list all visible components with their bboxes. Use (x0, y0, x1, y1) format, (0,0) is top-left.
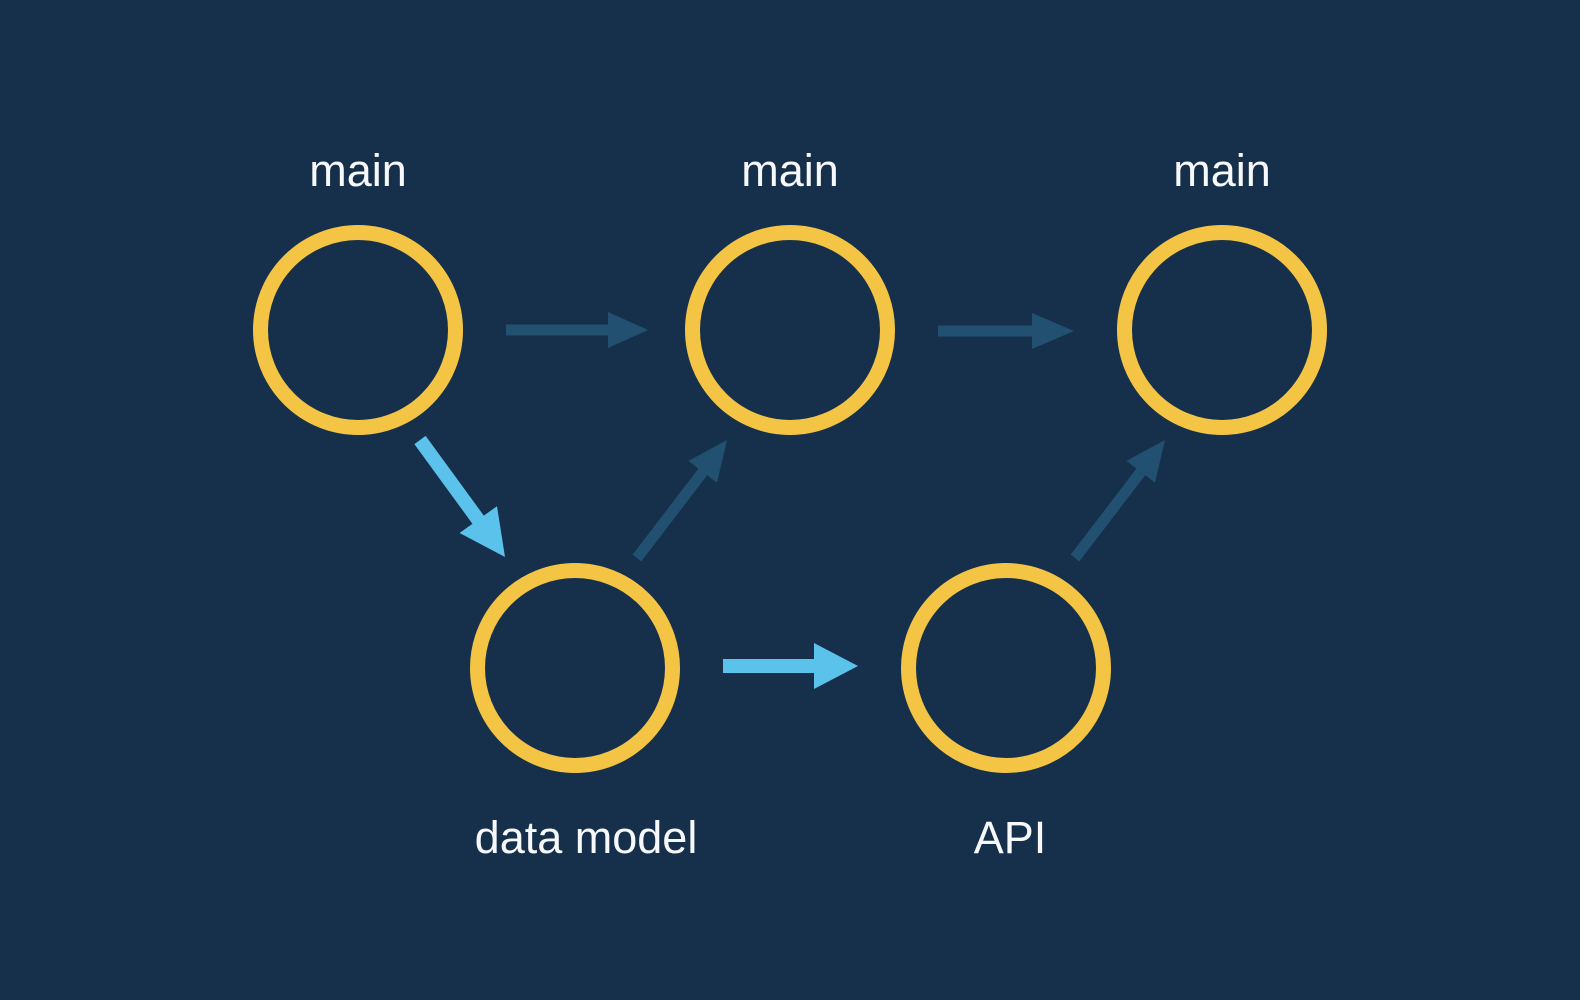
commit-node-main-3 (1117, 225, 1327, 435)
edge-main1-datamodel-shaft (414, 435, 488, 530)
commit-node-api (901, 563, 1111, 773)
edge-api-main3 (1070, 440, 1165, 562)
edge-api-main3-arrowhead-icon (1126, 440, 1165, 483)
edge-datamodel-main2-arrowhead-icon (688, 440, 727, 483)
edge-main1-datamodel (414, 435, 505, 557)
node-label-main-1: main (309, 145, 407, 196)
commit-node-main-1 (253, 225, 463, 435)
commit-node-data-model (470, 563, 680, 773)
edge-datamodel-main2-shaft (632, 465, 710, 562)
edge-main2-main3 (938, 313, 1074, 349)
edge-main1-main2-arrowhead-icon (608, 312, 648, 348)
edge-datamodel-api-arrowhead-icon (814, 643, 858, 689)
edge-api-main3-shaft (1070, 465, 1148, 562)
node-label-data-model: data model (475, 812, 698, 863)
edge-main1-main2 (506, 312, 648, 348)
node-label-main-3: main (1173, 145, 1271, 196)
edge-datamodel-main2 (632, 440, 727, 562)
commit-node-main-2 (685, 225, 895, 435)
edge-main1-datamodel-arrowhead-icon (459, 506, 505, 557)
node-label-api: API (974, 812, 1047, 863)
edge-main2-main3-arrowhead-icon (1032, 313, 1074, 349)
node-label-main-2: main (741, 145, 839, 196)
edge-datamodel-api (723, 643, 858, 689)
